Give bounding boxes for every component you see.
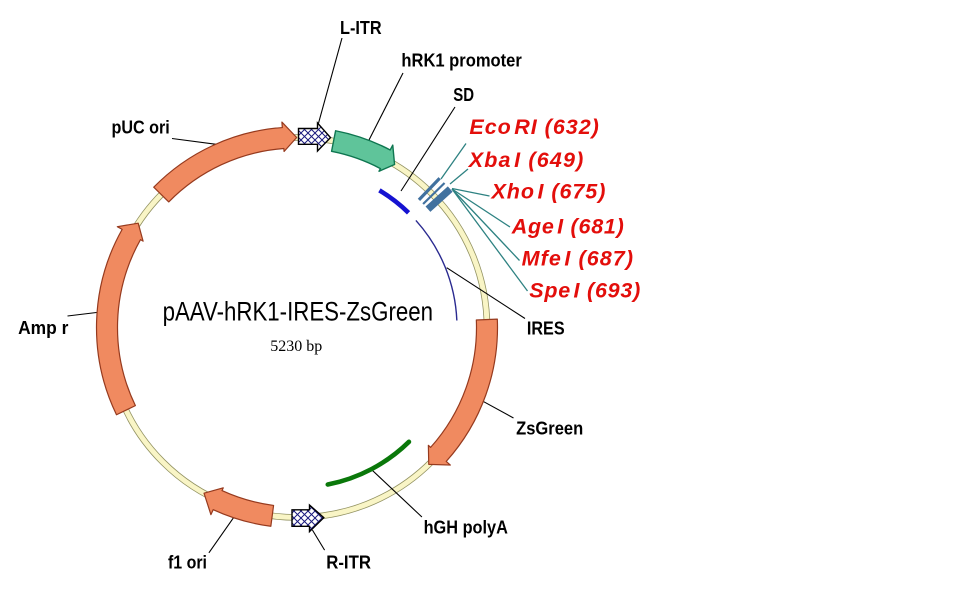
svg-text:IRES: IRES (527, 318, 565, 338)
svg-text:5230 bp: 5230 bp (270, 338, 322, 355)
svg-text:f1 ori: f1 ori (168, 553, 207, 573)
svg-text:hRK1 promoter: hRK1 promoter (401, 51, 521, 71)
svg-text:hGH polyA: hGH polyA (424, 518, 508, 538)
svg-text:pUC ori: pUC ori (112, 118, 170, 138)
svg-text:ZsGreen: ZsGreen (516, 419, 583, 439)
svg-text:SD: SD (453, 85, 474, 105)
svg-text:R-ITR: R-ITR (326, 553, 371, 573)
svg-text:Amp r: Amp r (18, 318, 68, 338)
svg-text:L-ITR: L-ITR (340, 18, 382, 38)
svg-text:pAAV-hRK1-IRES-ZsGreen: pAAV-hRK1-IRES-ZsGreen (163, 297, 433, 327)
